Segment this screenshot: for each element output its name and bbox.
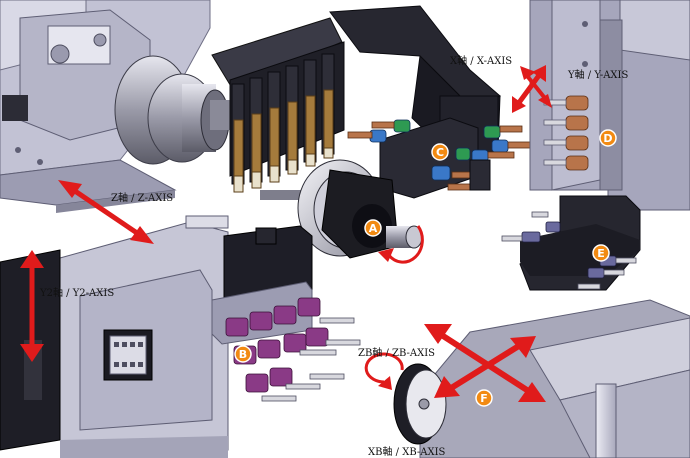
a-rotation-arrow bbox=[386, 225, 424, 264]
y2-axis-arrow bbox=[20, 250, 44, 362]
marker-d: D bbox=[599, 129, 617, 147]
marker-b-label: B bbox=[239, 348, 247, 361]
marker-c-label: C bbox=[436, 146, 444, 159]
zb-axis-arrow bbox=[424, 324, 546, 402]
tool-block-e bbox=[501, 195, 641, 291]
turret-tool-cluster-c bbox=[347, 117, 533, 199]
marker-b: B bbox=[234, 345, 252, 363]
slide-f bbox=[393, 299, 690, 458]
z-axis-arrow bbox=[58, 180, 154, 244]
x-axis-arrow bbox=[512, 65, 546, 113]
tool-post-d bbox=[529, 0, 690, 211]
axis-labels: Z軸 / Z-AXIS X軸 / X-AXIS Y軸 / Y-AXIS Y2軸 … bbox=[39, 54, 629, 458]
marker-a-label: A bbox=[369, 222, 378, 235]
a-rotation-arrowhead bbox=[378, 248, 394, 262]
sub-spindle-a bbox=[260, 159, 423, 259]
main-spindle bbox=[114, 55, 232, 165]
marker-a: A bbox=[364, 219, 382, 237]
y-axis-label: Y軸 / Y-AXIS bbox=[567, 68, 629, 81]
marker-f-label: F bbox=[480, 392, 488, 405]
zb-axis-label: ZB軸 / ZB-AXIS bbox=[358, 346, 435, 359]
zb-rotation-arrowhead bbox=[378, 376, 392, 390]
back-tool-post-b bbox=[0, 215, 361, 458]
y2-axis-label: Y2軸 / Y2-AXIS bbox=[39, 286, 114, 299]
z-axis-label: Z軸 / Z-AXIS bbox=[111, 191, 173, 204]
marker-c: C bbox=[431, 143, 449, 161]
y-axis-arrow bbox=[520, 66, 552, 108]
xb-axis-arrow bbox=[434, 336, 536, 398]
zb-rotation-arrow bbox=[364, 352, 404, 384]
marker-f: F bbox=[475, 389, 493, 407]
marker-e: E bbox=[592, 244, 610, 262]
marker-d-label: D bbox=[603, 132, 612, 145]
axis-arrows bbox=[20, 65, 552, 402]
markers: A B C D E F bbox=[234, 129, 617, 407]
x-axis-label: X軸 / X-AXIS bbox=[450, 54, 512, 67]
xb-axis-label: XB軸 / XB-AXIS bbox=[368, 445, 446, 458]
marker-e-label: E bbox=[597, 247, 605, 260]
